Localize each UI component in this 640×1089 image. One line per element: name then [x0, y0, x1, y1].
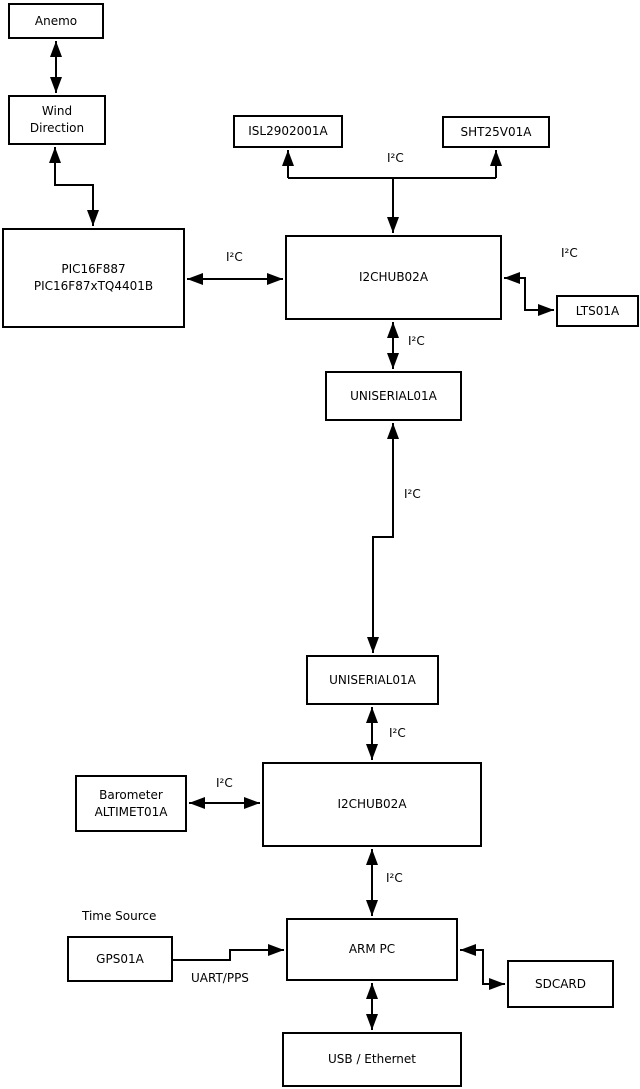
connector-wind-pic [49, 147, 99, 226]
edge-label-i2c-lts: I²C [561, 246, 578, 260]
node-barometer-line1: Barometer [99, 787, 163, 802]
node-i2chub02a-bottom: I2CHUB02A [262, 762, 482, 847]
edge-label-i2c-sensor-branch: I²C [387, 151, 404, 165]
node-pic16f887-line2: PIC16F87xTQ4401B [33, 279, 154, 293]
node-isl2902001a-label: ISL2902001A [248, 124, 328, 138]
node-i2chub02a-top: I2CHUB02A [285, 235, 502, 320]
node-wind-direction: Wind Direction [8, 95, 106, 145]
edge-label-time-source: Time Source [82, 909, 157, 923]
node-wind-direction-line1: Wind [41, 104, 73, 118]
edge-label-uart-pps: UART/PPS [191, 971, 249, 985]
edge-label-i2c-pic-hub: I²C [226, 250, 243, 264]
edge-label-i2c-long-link: I²C [404, 487, 421, 501]
node-uniserial01a-bottom: UNISERIAL01A [306, 655, 439, 705]
edge-label-i2c-barometer: I²C [216, 776, 233, 790]
connector-gps-armpc [173, 944, 284, 961]
node-lts01a: LTS01A [556, 295, 639, 327]
node-barometer-altimet01a: Barometer ALTIMET01A [75, 775, 187, 832]
edge-label-i2c-uniserial-hub2: I²C [389, 726, 406, 740]
node-anemo: Anemo [8, 3, 104, 39]
node-uniserial01a-bottom-label: UNISERIAL01A [329, 672, 416, 687]
node-usb-ethernet: USB / Ethernet [282, 1032, 462, 1087]
node-usb-ethernet-label: USB / Ethernet [328, 1052, 416, 1066]
node-arm-pc-label: ARM PC [348, 942, 396, 956]
node-uniserial01a-top-label: UNISERIAL01A [350, 388, 437, 403]
node-sht25v01a-label: SHT25V01A [460, 124, 532, 139]
node-anemo-label: Anemo [34, 13, 78, 28]
node-uniserial01a-top: UNISERIAL01A [325, 371, 462, 421]
node-gps01a: GPS01A [67, 936, 173, 982]
node-wind-direction-line2: Direction [29, 121, 85, 135]
node-sht25v01a: SHT25V01A [442, 116, 550, 148]
node-arm-pc: ARM PC [286, 918, 458, 981]
connector-hub1-lts [504, 272, 554, 316]
edge-label-i2c-hub2-armpc: I²C [386, 871, 403, 885]
edge-label-i2c-hub-uniserial: I²C [408, 334, 425, 348]
node-pic16f887-line1: PIC16F887 [61, 262, 126, 276]
node-sdcard: SDCARD [507, 960, 614, 1008]
node-i2chub02a-bottom-label: I2CHUB02A [337, 797, 407, 811]
connector-armpc-sdcard [460, 944, 505, 990]
node-isl2902001a: ISL2902001A [233, 115, 343, 148]
connector-uniserial1-uniserial2 [367, 423, 399, 653]
node-sdcard-label: SDCARD [534, 976, 587, 991]
node-lts01a-label: LTS01A [575, 303, 620, 318]
node-barometer-line2: ALTIMET01A [94, 804, 168, 819]
node-gps01a-label: GPS01A [96, 951, 144, 966]
node-i2chub02a-top-label: I2CHUB02A [358, 270, 429, 284]
node-pic16f887: PIC16F887 PIC16F87xTQ4401B [2, 228, 185, 328]
